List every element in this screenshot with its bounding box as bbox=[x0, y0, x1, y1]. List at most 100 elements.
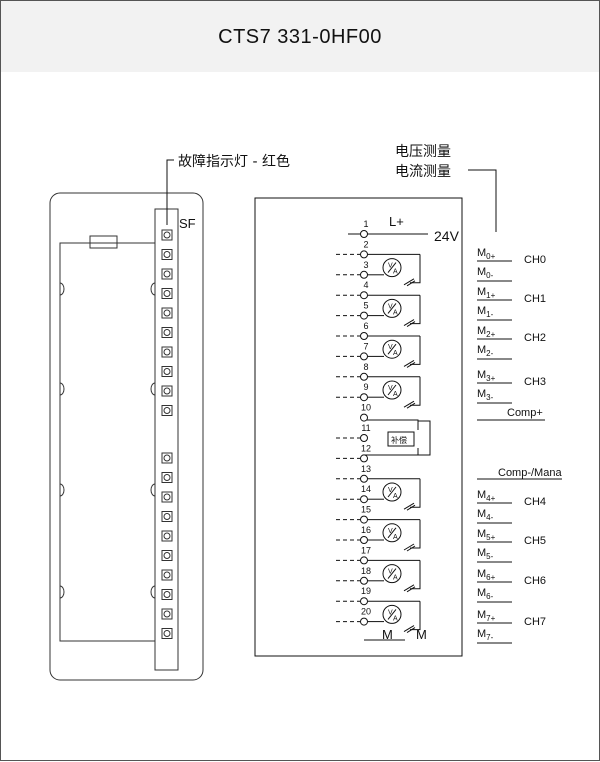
channel-name: CH0 bbox=[524, 254, 546, 266]
measure-leader-line bbox=[468, 169, 497, 232]
terminal-slot bbox=[161, 511, 173, 522]
channel-label-ch2: M2+M2-CH2 bbox=[477, 325, 546, 360]
module-notch bbox=[150, 585, 156, 599]
comp-plus-label: Comp+ bbox=[507, 407, 543, 419]
terminal-screw bbox=[163, 493, 171, 501]
module-clip bbox=[89, 235, 118, 249]
module-notch bbox=[59, 585, 65, 599]
channel-name: CH3 bbox=[524, 376, 546, 388]
channel-minus-label: M6- bbox=[477, 587, 494, 601]
channel-name: CH1 bbox=[524, 293, 546, 305]
ground-label-right: M bbox=[416, 627, 427, 642]
terminal-number: 6 bbox=[363, 321, 368, 331]
terminal-number: 9 bbox=[363, 382, 368, 392]
terminal-circle bbox=[360, 617, 368, 626]
module-label-panel bbox=[59, 242, 156, 642]
measure-label-current: 电流测量 bbox=[395, 164, 451, 180]
terminal-circle bbox=[360, 352, 368, 361]
meter-a-label: A bbox=[393, 309, 398, 316]
sf-label: SF bbox=[179, 216, 196, 231]
meter-a-label: A bbox=[393, 575, 398, 582]
terminal-screw bbox=[163, 270, 171, 278]
terminal-circle bbox=[360, 536, 368, 544]
comp-bracket bbox=[418, 420, 431, 456]
channel-return-wire bbox=[410, 376, 421, 406]
channel-return-wire bbox=[410, 336, 421, 365]
terminal-slot bbox=[161, 405, 173, 416]
module-notch bbox=[150, 282, 156, 296]
channel-plus-label: M7+ bbox=[477, 609, 496, 623]
current-arrow bbox=[403, 400, 415, 408]
terminal-circle bbox=[360, 413, 368, 422]
terminal-circle bbox=[360, 311, 368, 320]
meter-slash bbox=[387, 384, 397, 396]
module-notch bbox=[150, 382, 156, 396]
terminal-screw bbox=[163, 251, 171, 258]
sf-indicator-label: 故障指示灯 - 红色 bbox=[178, 153, 290, 170]
channel-return-wire bbox=[410, 295, 421, 325]
terminal-slot bbox=[161, 268, 173, 280]
module-notch bbox=[59, 382, 65, 396]
supply-voltage-label: 24V bbox=[434, 228, 460, 244]
channel-minus-label: M3- bbox=[477, 388, 494, 402]
terminal-screw bbox=[163, 552, 171, 559]
channel-minus-label: M1- bbox=[477, 305, 494, 319]
terminal-circle bbox=[360, 454, 368, 463]
channel-label-ch7: M7+M7-CH7 bbox=[477, 609, 546, 644]
channel-label-ch6: M6+M6-CH6 bbox=[477, 568, 546, 603]
comp-box bbox=[387, 431, 415, 447]
terminal-circle bbox=[360, 332, 368, 340]
channel-name: CH6 bbox=[524, 575, 546, 587]
channel-label-group: M0+M0-CH0M1+M1-CH1M2+M2-CH2M3+M3-CH3M4+M… bbox=[477, 247, 546, 644]
current-arrow bbox=[406, 545, 416, 552]
channel-name: CH4 bbox=[524, 496, 546, 508]
wiring-panel bbox=[254, 197, 463, 657]
terminal-circle bbox=[360, 576, 368, 585]
module-front-view bbox=[49, 192, 204, 681]
channel-minus-label: M5- bbox=[477, 547, 494, 561]
channel-plus-label: M5+ bbox=[477, 528, 496, 542]
channel-minus-label: M7- bbox=[477, 628, 494, 642]
terminal-screw bbox=[163, 387, 171, 395]
meter-slash bbox=[387, 568, 397, 579]
title-bar: CTS7 331-0HF00 bbox=[0, 0, 600, 74]
channel-plus-label: M4+ bbox=[477, 489, 496, 503]
channel-label-ch3: M3+M3-CH3 bbox=[477, 369, 546, 404]
current-arrow bbox=[403, 502, 415, 510]
terminal-circle bbox=[360, 291, 368, 300]
channel-plus-label: M1+ bbox=[477, 286, 496, 300]
terminal-circle-group bbox=[360, 230, 368, 626]
meter-v-label: V bbox=[388, 569, 393, 576]
terminal-slot-group bbox=[161, 229, 173, 639]
meter-a-label: A bbox=[393, 615, 398, 622]
terminal-slot bbox=[161, 608, 173, 620]
terminal-number: 19 bbox=[361, 586, 371, 596]
current-arrow bbox=[403, 359, 415, 367]
terminal-circle bbox=[360, 474, 368, 483]
terminal-slot bbox=[161, 229, 173, 241]
terminal-number: 10 bbox=[361, 403, 371, 413]
diagram-area bbox=[0, 72, 600, 761]
terminal-number: 16 bbox=[361, 525, 371, 535]
terminal-number: 13 bbox=[361, 464, 371, 474]
terminal-screw bbox=[163, 231, 171, 239]
module-housing bbox=[49, 192, 204, 681]
channel-label-ch5: M5+M5-CH5 bbox=[477, 528, 546, 563]
meter-a-label: A bbox=[393, 350, 398, 357]
current-arrow bbox=[403, 319, 415, 327]
terminal-number: 15 bbox=[361, 505, 371, 515]
terminal-number: 14 bbox=[361, 484, 371, 494]
terminal-number: 12 bbox=[361, 443, 371, 453]
terminal-screw bbox=[163, 571, 171, 579]
terminal-circle bbox=[360, 250, 368, 259]
current-arrow bbox=[403, 584, 415, 592]
terminal-slot bbox=[161, 288, 173, 299]
terminal-screw bbox=[163, 290, 171, 297]
channel-return-wire bbox=[410, 519, 421, 549]
terminal-circle bbox=[360, 434, 368, 442]
terminal-number: 4 bbox=[363, 280, 368, 290]
meter-v-label: V bbox=[388, 263, 393, 270]
channel-label-ch1: M1+ M1- CH1 bbox=[477, 286, 546, 321]
